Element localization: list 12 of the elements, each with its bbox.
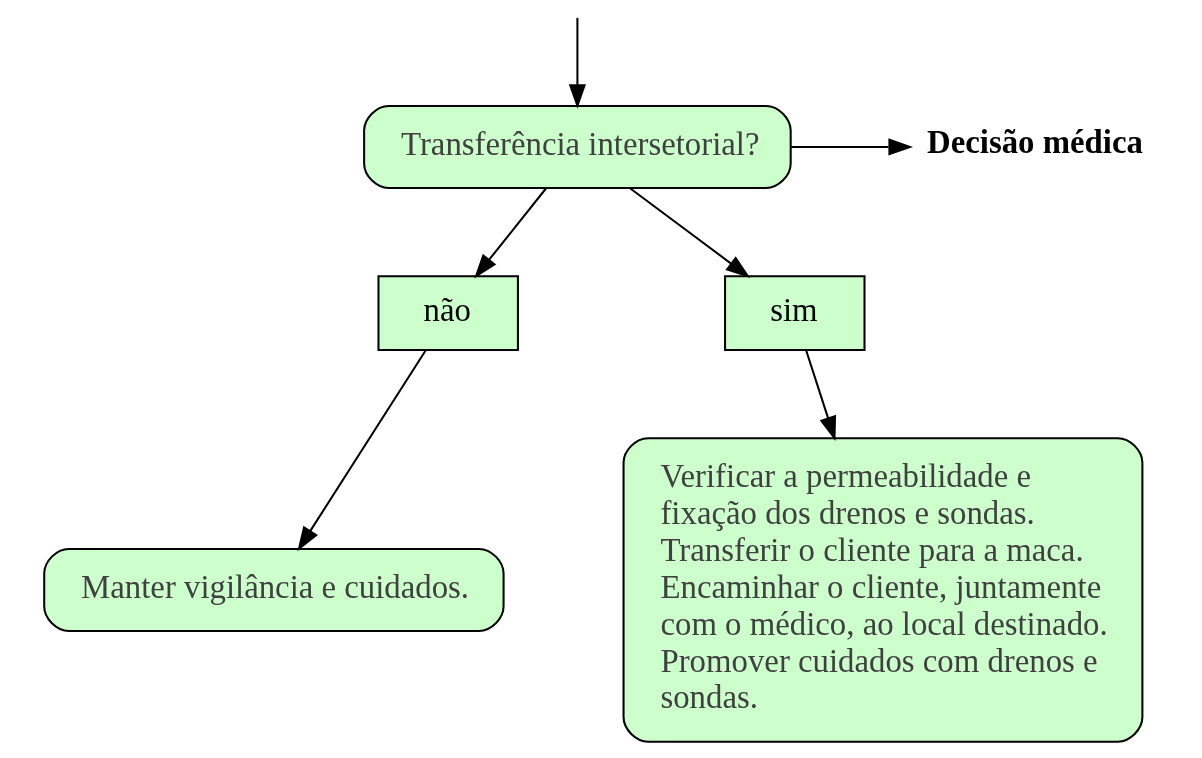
arrow xyxy=(296,349,427,552)
arrow xyxy=(473,187,547,279)
arrow xyxy=(568,17,586,109)
arrow xyxy=(628,187,750,278)
node-box: Manter vigilância e cuidados. xyxy=(42,547,505,632)
arrow xyxy=(790,138,913,156)
node-text: Decisão médica xyxy=(926,123,1143,160)
node-box: Verificar a permeabilidade e fixação dos drenos e sondas. Transferir o cliente para a maca. Encaminhar o cliente, juntamente com o médico, ao local destinado. Promover cuidados com drenos e sondas. xyxy=(622,437,1143,743)
node-box: sim xyxy=(723,275,866,352)
node-box: Transferência intersetorial? xyxy=(362,104,792,189)
node-box: não xyxy=(376,275,519,352)
arrow xyxy=(804,349,836,441)
